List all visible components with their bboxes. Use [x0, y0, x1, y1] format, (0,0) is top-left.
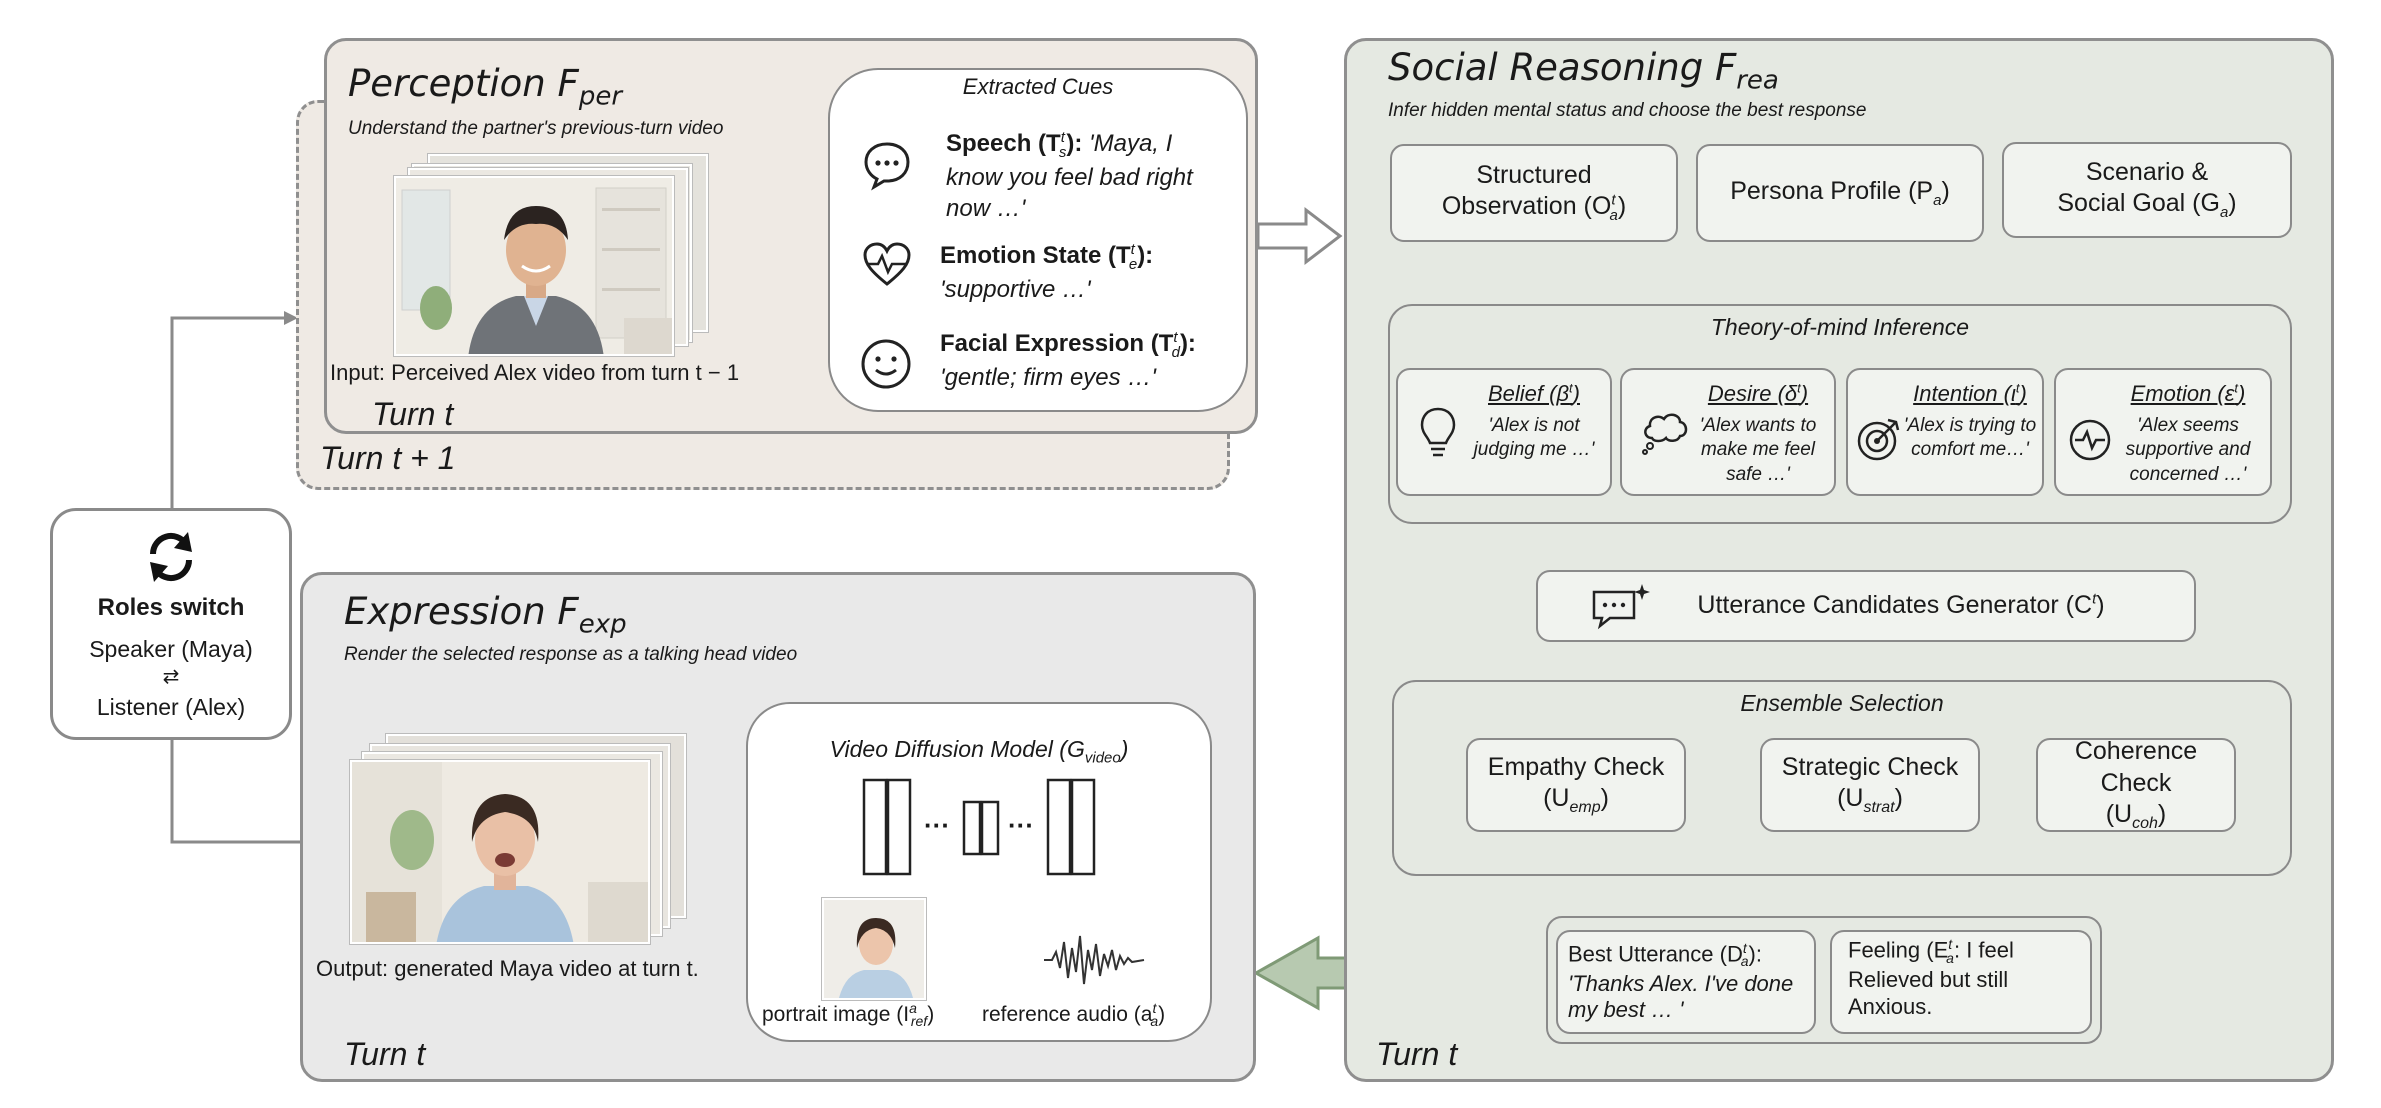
coherence-check-box: Coherence Check (Ucoh): [2036, 737, 2236, 832]
chat-sparkle-icon: [1592, 584, 1650, 630]
diffusion-dots-left: ···: [924, 810, 950, 840]
pulse-circle-icon: [2069, 419, 2111, 461]
input-video-label: Input: Perceived Alex video from turn t …: [330, 360, 740, 385]
expression-turn-label: Turn t: [344, 1036, 426, 1072]
portrait-image-label: portrait image (Iaref): [762, 1000, 935, 1030]
reasoning-turn-label: Turn t: [1376, 1036, 1458, 1072]
tom-title: Theory-of-mind Inference: [1710, 314, 1970, 340]
cue-facial: Facial Expression (Ttd): 'gentle; firm e…: [940, 329, 1196, 392]
expression-subtitle: Render the selected response as a talkin…: [344, 644, 798, 665]
turn-back-label: Turn t + 1: [320, 440, 456, 476]
roles-listener: Listener (Alex): [96, 694, 246, 720]
turn-front-label: Turn t: [372, 396, 454, 432]
video-diffusion-title: Video Diffusion Model (Gvideo): [829, 736, 1129, 767]
reasoning-subtitle: Infer hidden mental status and choose th…: [1388, 100, 1867, 121]
portrait-reference-image: [822, 898, 926, 1000]
feeling-box: Feeling (Eta: I feel Relieved but still …: [1830, 930, 2092, 1034]
empathy-check-box: Empathy Check (Uemp): [1466, 738, 1686, 832]
best-utterance-box: Best Utterance (Dta): 'Thanks Alex. I've…: [1556, 930, 1816, 1034]
persona-profile-box: Persona Profile (Pa): [1696, 144, 1984, 242]
reference-audio-label: reference audio (ata): [982, 1000, 1166, 1030]
lightbulb-icon: [1420, 407, 1456, 457]
refresh-cycle-icon: [149, 532, 193, 582]
perception-subtitle: Understand the partner's previous-turn v…: [348, 118, 724, 139]
scenario-goal-box: Scenario & Social Goal (Ga): [2002, 142, 2292, 238]
structured-observation-box: Structured Observation (Ota): [1390, 144, 1678, 242]
roles-swap-symbol: ⇄: [162, 666, 180, 688]
roles-speaker: Speaker (Maya): [89, 636, 253, 662]
tom-belief-box: Belief (βt) 'Alex is not judging me …': [1396, 368, 1612, 496]
audio-waveform-icon: [1044, 935, 1145, 985]
roles-switch-box[interactable]: [50, 508, 292, 740]
extracted-cues-box: [828, 68, 1248, 412]
perception-title: Perception Fper: [348, 62, 623, 112]
extracted-cues-title: Extracted Cues: [962, 74, 1114, 99]
output-video-label: Output: generated Maya video at turn t.: [316, 956, 699, 981]
thought-cloud-icon: [1642, 413, 1688, 455]
input-video-alex: [394, 176, 674, 356]
speech-bubble-icon: [864, 142, 910, 191]
strategic-check-box: Strategic Check (Ustrat): [1760, 738, 1980, 832]
tom-emotion-box: Emotion (εt) 'Alex seems supportive and …: [2054, 368, 2272, 496]
utterance-generator-box: Utterance Candidates Generator (Ct): [1536, 570, 2196, 642]
reasoning-title: Social Reasoning Frea: [1388, 46, 1779, 96]
cue-speech: Speech (Tts): 'Maya, I know you feel bad…: [946, 129, 1193, 223]
roles-switch-title: Roles switch: [97, 594, 245, 621]
smiley-face-icon: [861, 339, 911, 389]
ensemble-title: Ensemble Selection: [1740, 690, 1944, 716]
diffusion-network-blocks: [862, 778, 1096, 876]
heart-pulse-icon: [863, 242, 911, 286]
diffusion-dots-right: ···: [1008, 810, 1034, 840]
tom-desire-box: Desire (δt) 'Alex wants to make me feel …: [1620, 368, 1836, 496]
cue-emotion: Emotion State (Tte): 'supportive …': [940, 241, 1154, 304]
expression-title: Expression Fexp: [344, 590, 627, 640]
output-video-maya: [350, 760, 650, 944]
target-icon: [1857, 418, 1900, 461]
